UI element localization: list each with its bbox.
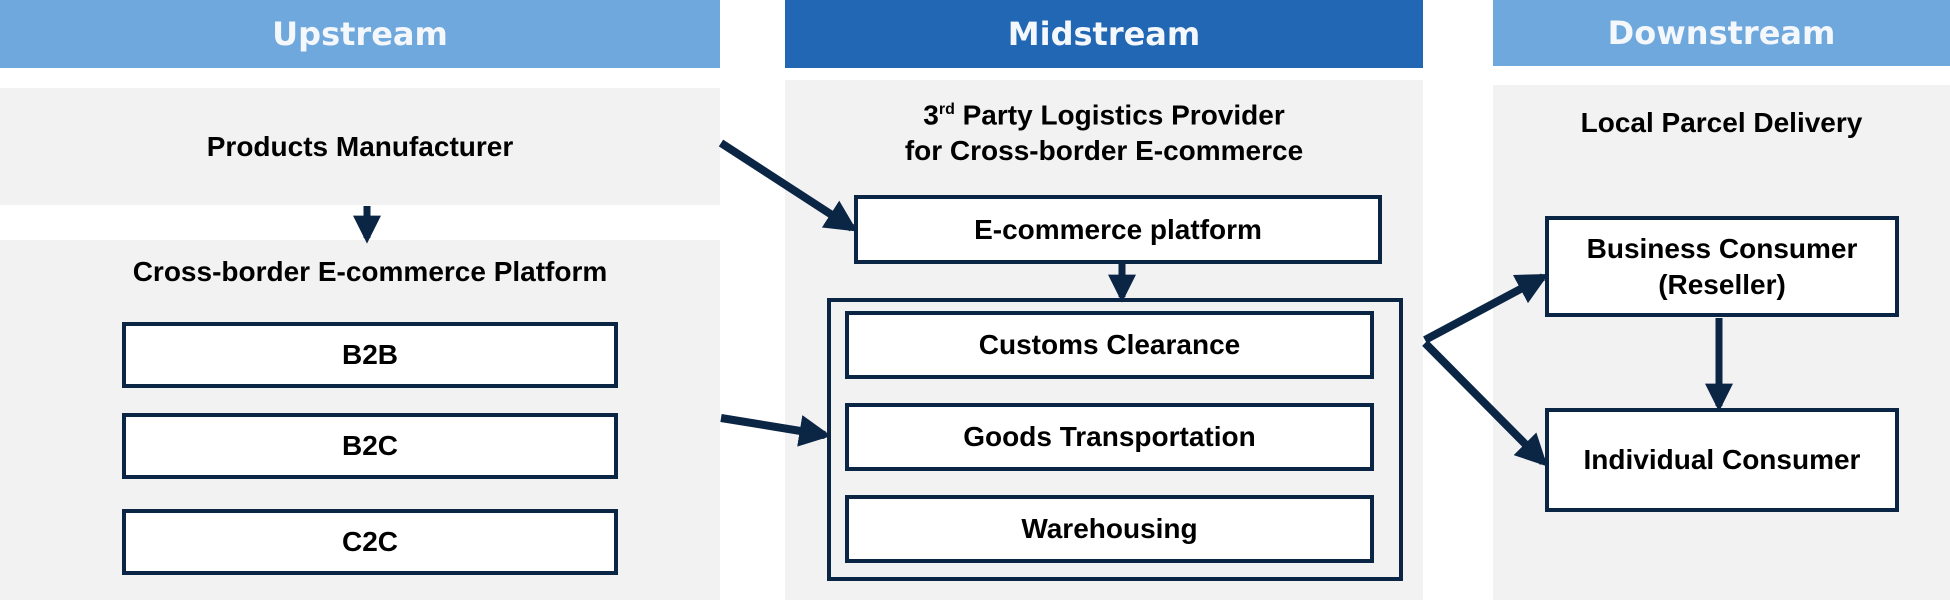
logistics-provider-title: 3rd Party Logistics Provider for Cross-b…	[785, 92, 1423, 169]
ordinal-number: 3	[923, 99, 939, 131]
ordinal-suffix: rd	[938, 101, 955, 118]
individual-consumer-box: Individual Consumer	[1545, 408, 1899, 512]
service-box-customs-clearance: Customs Clearance	[845, 311, 1374, 379]
upstream-header: Upstream	[0, 0, 720, 68]
service-box-warehousing: Warehousing	[845, 495, 1374, 563]
reseller-label: (Reseller)	[1658, 268, 1786, 300]
model-box-b2b: B2B	[122, 322, 618, 388]
midstream-header: Midstream	[785, 0, 1423, 68]
title-line2: for Cross-border E-commerce	[904, 135, 1304, 167]
downstream-panel: Local Parcel Delivery	[1493, 85, 1950, 600]
cross-border-platform-title: Cross-border E-commerce Platform	[132, 256, 608, 287]
downstream-header: Downstream	[1493, 0, 1950, 66]
products-manufacturer-panel: Products Manufacturer	[0, 88, 720, 205]
title-line1: Party Logistics Provider	[954, 99, 1285, 131]
service-box-goods-transportation: Goods Transportation	[845, 403, 1374, 471]
model-box-c2c: C2C	[122, 509, 618, 575]
local-parcel-delivery-title: Local Parcel Delivery	[1580, 107, 1863, 138]
ecommerce-platform-box: E-commerce platform	[854, 195, 1382, 264]
business-consumer-box: Business Consumer (Reseller)	[1545, 216, 1899, 317]
model-box-b2c: B2C	[122, 413, 618, 479]
products-manufacturer-label: Products Manufacturer	[206, 130, 514, 162]
business-consumer-label: Business Consumer	[1586, 232, 1858, 264]
